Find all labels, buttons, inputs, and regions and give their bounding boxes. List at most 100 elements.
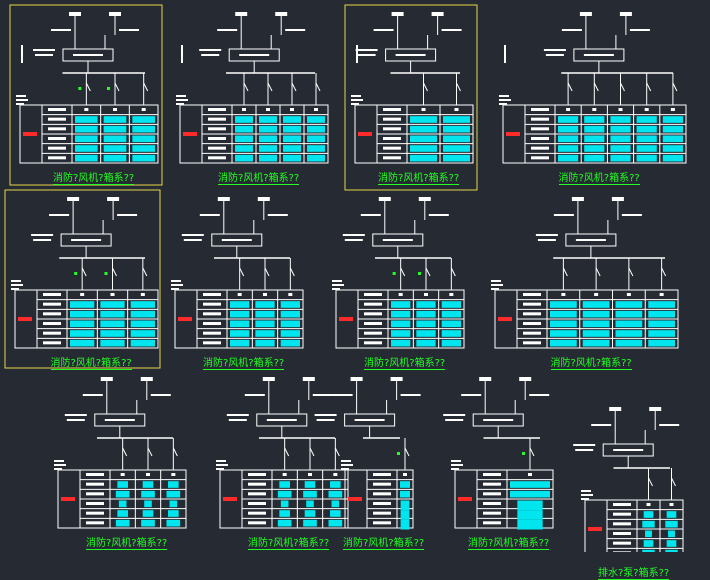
cyan-cell	[610, 116, 631, 123]
cyan-cell	[70, 330, 95, 337]
cable-note	[82, 394, 103, 396]
cable-note	[312, 394, 333, 396]
switch-symbol	[425, 267, 431, 277]
cyan-cell	[230, 330, 250, 337]
cyan-cell	[610, 125, 631, 133]
row-label	[203, 312, 221, 316]
cable-note	[591, 424, 612, 426]
cyan-cell	[443, 145, 470, 152]
switch-symbol	[142, 267, 148, 277]
cyan-cell	[168, 481, 179, 488]
cyan-cell	[662, 125, 683, 133]
cyan-cell	[75, 154, 98, 162]
row-label	[203, 322, 221, 325]
cyan-cell	[130, 320, 155, 328]
note	[201, 54, 220, 56]
cyan-cell	[103, 135, 127, 143]
header-mark	[113, 108, 117, 111]
row-label	[248, 482, 266, 486]
cable-note	[117, 214, 138, 216]
cyan-cell	[410, 116, 437, 123]
green-mark	[418, 272, 421, 275]
branch-note	[16, 99, 28, 101]
branch-note	[11, 288, 19, 290]
cyan-cell	[130, 339, 155, 347]
row-label	[531, 146, 549, 150]
cyan-cell	[636, 145, 657, 152]
cyan-cell	[235, 145, 253, 152]
cyan-cell	[280, 310, 300, 318]
cyan-cell	[166, 490, 181, 498]
cable-note	[373, 29, 394, 31]
cyan-cell	[70, 339, 95, 347]
cyan-cell	[582, 320, 610, 328]
row-label	[208, 108, 226, 111]
feeder-block	[235, 12, 248, 16]
cyan-cell	[443, 125, 470, 133]
cyan-cell	[668, 530, 675, 538]
cyan-cell	[441, 339, 461, 347]
header-mark	[669, 503, 674, 506]
branch-note	[491, 284, 503, 286]
cable-note	[199, 214, 220, 216]
cyan-cell	[416, 330, 436, 337]
cyan-cell	[132, 116, 155, 123]
note	[355, 49, 378, 51]
row-label	[364, 322, 382, 325]
cyan-cell	[235, 154, 253, 162]
cyan-cell	[130, 310, 155, 318]
cyan-cell	[584, 125, 605, 133]
row-label	[208, 127, 226, 131]
header-mark	[454, 108, 459, 111]
cyan-cell	[255, 330, 275, 337]
cyan-cell	[665, 549, 678, 552]
cyan-cell	[648, 320, 675, 328]
diagram-title: 消防?风机?箱系??	[378, 173, 460, 185]
feeder-block	[431, 12, 444, 16]
cyan-cell	[615, 339, 643, 347]
row-label	[523, 341, 541, 345]
feeder-block	[350, 377, 363, 381]
branch-note	[451, 468, 459, 470]
cyan-cell	[280, 301, 300, 308]
switch-symbol	[114, 82, 120, 92]
row-label	[48, 108, 66, 111]
branch-note	[332, 280, 342, 282]
cyan-cell	[584, 135, 605, 143]
cyan-cell	[582, 301, 610, 308]
cyan-cell	[400, 510, 410, 520]
feeder-block	[100, 377, 113, 381]
row-label	[43, 331, 61, 335]
ats-label	[221, 239, 252, 241]
header-mark	[424, 293, 428, 296]
note	[181, 234, 204, 236]
cyan-cell	[410, 125, 437, 133]
header-mark	[120, 473, 125, 476]
branch-note	[171, 288, 179, 290]
branch-note	[11, 280, 21, 282]
row-label	[613, 503, 631, 506]
cyan-cell	[280, 320, 300, 328]
cyan-cell	[416, 301, 436, 308]
cyan-cell	[642, 549, 655, 552]
branch-note	[16, 103, 24, 105]
row-label	[373, 502, 391, 505]
row-label	[48, 127, 66, 131]
cyan-cell	[584, 116, 605, 123]
row-label	[48, 137, 66, 140]
row-label	[531, 137, 549, 140]
row-label	[86, 502, 104, 505]
cyan-cell	[75, 135, 98, 143]
diagram-title: 消防?风机?箱系??	[248, 538, 330, 550]
header-mark	[237, 293, 242, 296]
cyan-cell	[643, 511, 654, 518]
red-marker	[458, 497, 472, 501]
branch-note	[216, 468, 224, 470]
switch-symbol	[529, 447, 535, 457]
cyan-cell	[391, 320, 411, 328]
row-label	[531, 156, 549, 160]
row-label	[483, 511, 501, 515]
feeder-block	[418, 197, 431, 201]
cyan-cell	[142, 481, 154, 488]
red-marker	[23, 132, 37, 136]
